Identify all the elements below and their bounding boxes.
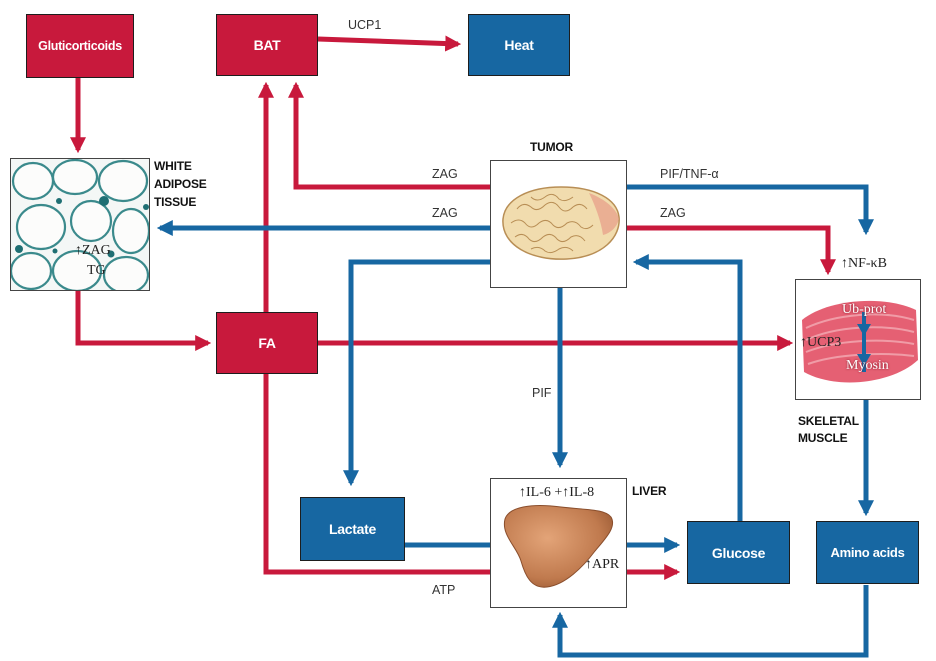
amino-acids-node: Amino acids: [816, 521, 919, 584]
arrow-amino-liver: [551, 585, 869, 658]
muscle-myosin-label: Myosin: [846, 358, 889, 373]
arrow-fa-liver-atp: [263, 374, 490, 575]
arrow-tumor-bat: [287, 81, 490, 190]
edge-label-atp: ATP: [432, 583, 456, 597]
bat-node: BAT: [216, 14, 318, 76]
muscle-ucp3-label: ↑UCP3: [800, 335, 842, 350]
wat-tg-label: TG: [87, 263, 106, 278]
edge-label-zag-bat: ZAG: [432, 167, 458, 181]
edge-label-ucp1: UCP1: [348, 18, 382, 32]
fa-node: FA: [216, 312, 318, 374]
heat-node: Heat: [468, 14, 570, 76]
tumor-title: TUMOR: [530, 140, 573, 154]
liver-image: ↑IL-6 +↑IL-8 ↑APR: [490, 478, 627, 608]
arrow-tumor-muscle-zag: [627, 225, 837, 276]
edge-label-pif-tnf: PIF/TNF-α: [660, 167, 719, 181]
arrow-bat-heat: [317, 35, 462, 52]
liver-illustration: [491, 479, 626, 607]
arrow-tumor-lactate: [342, 259, 490, 487]
muscle-ubprot-label: Ub-prot: [842, 302, 887, 317]
wat-title-line1: WHITE: [154, 159, 192, 173]
lactate-node: Lactate: [300, 497, 405, 561]
skeletal-muscle-image: Ub-prot Myosin ↑UCP3: [795, 279, 921, 400]
muscle-illustration: [796, 280, 920, 399]
tumor-image: [490, 160, 627, 288]
tumor-illustration: [491, 161, 626, 287]
edge-label-zag-muscle: ZAG: [660, 206, 686, 220]
glucose-node: Glucose: [687, 521, 790, 584]
edge-label-zag-wat: ZAG: [432, 206, 458, 220]
arrow-tumor-muscle-pif: [627, 184, 875, 236]
muscle-title-line2: MUSCLE: [798, 431, 848, 445]
liver-apr-label: ↑APR: [585, 557, 620, 572]
arrow-wat-fa: [75, 291, 212, 352]
glucocorticoids-node: Gluticorticoids: [26, 14, 134, 78]
wat-title-line2: ADIPOSE: [154, 177, 207, 191]
liver-il-label: ↑IL-6 +↑IL-8: [519, 485, 595, 500]
arrow-glucose-tumor: [632, 253, 743, 521]
edge-label-pif-liver: PIF: [532, 386, 552, 400]
liver-title: LIVER: [632, 484, 667, 498]
muscle-title-line1: SKELETAL: [798, 414, 859, 428]
wat-title-line3: TISSUE: [154, 195, 197, 209]
muscle-nfkb-label: ↑NF-κB: [841, 256, 887, 271]
wat-zag-label: ↑ZAG: [75, 243, 111, 258]
white-adipose-tissue-image: ↑ZAG TG: [10, 158, 150, 291]
adipocytes-illustration: [11, 159, 149, 290]
